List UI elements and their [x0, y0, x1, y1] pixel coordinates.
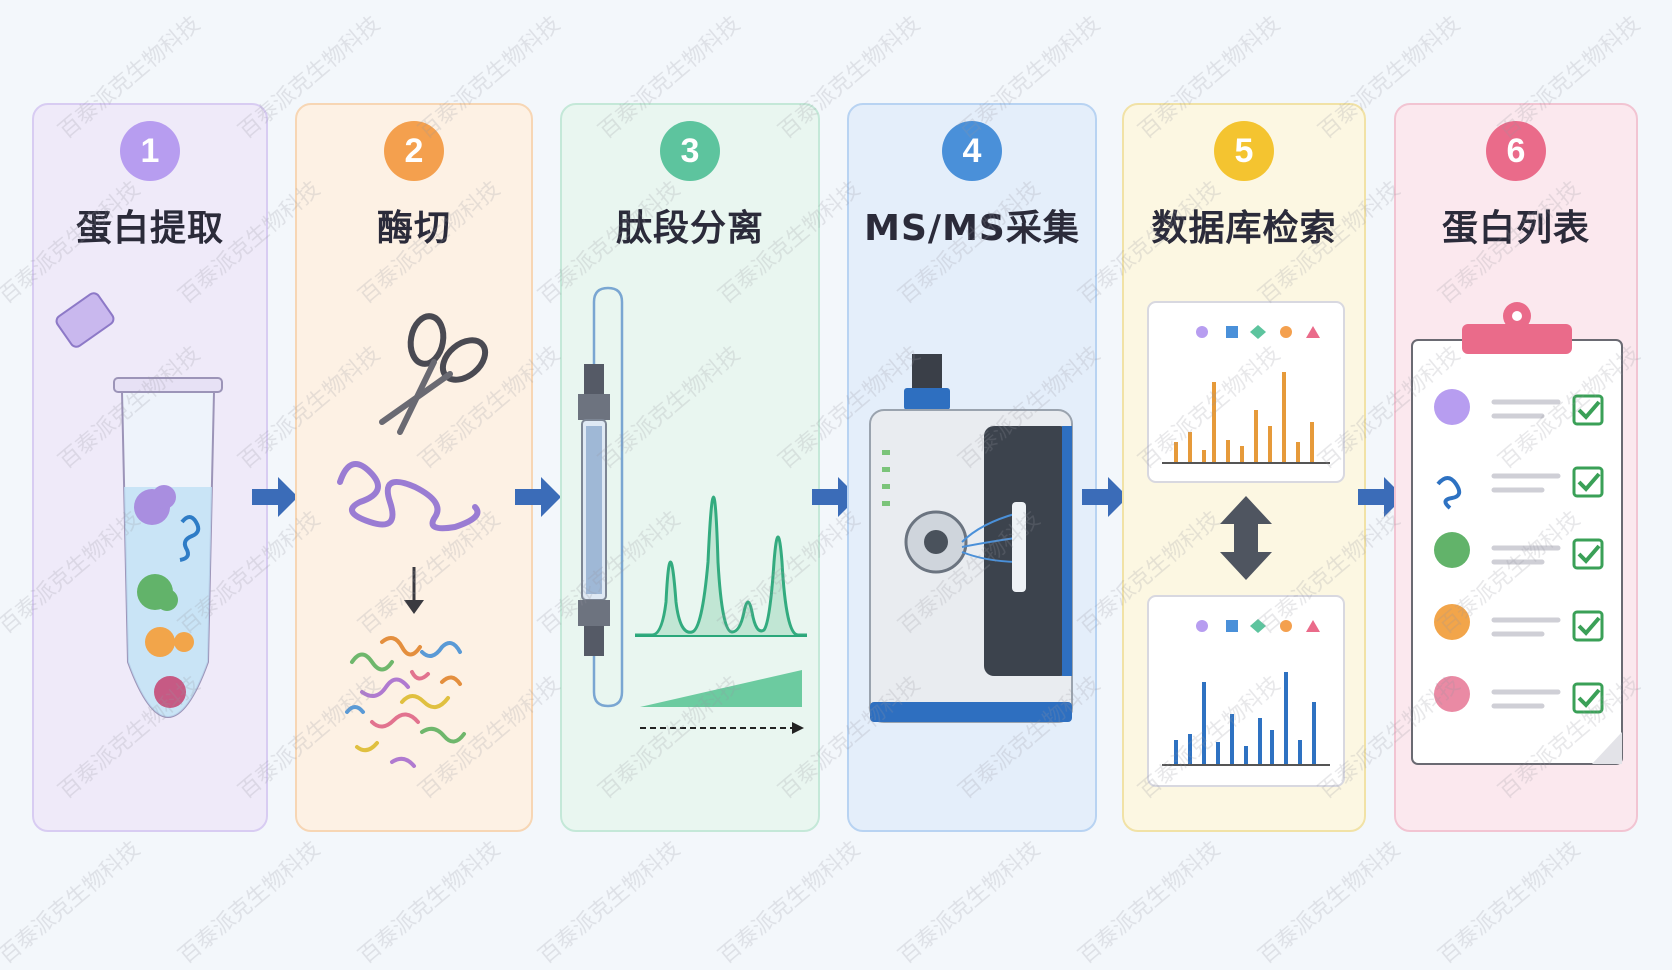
step-panel-6: 6 蛋白列表 [1394, 103, 1638, 832]
flow-arrow-1 [252, 477, 298, 517]
watermark-text: 百泰派克生物科技 [894, 836, 1046, 970]
flow-arrow-3 [812, 477, 858, 517]
watermark-text: 百泰派克生物科技 [534, 836, 686, 970]
step-title-3: 肽段分离 [615, 208, 764, 249]
step-panel-5: 5 数据库检索 [1122, 103, 1366, 832]
column-icon [578, 286, 807, 734]
watermark-text: 百泰派克生物科技 [0, 836, 146, 970]
step-panel-2: 2 酶切 [295, 103, 533, 832]
watermark-text: 百泰派克生物科技 [1074, 836, 1226, 970]
workflow-diagram: 1 蛋白提取 2 [0, 12, 1645, 969]
step-badge-1: 1 [120, 121, 180, 181]
mass-spectrometer-icon [869, 354, 1073, 723]
step-badge-6: 6 [1486, 121, 1546, 181]
step-badge-5: 5 [1214, 121, 1274, 181]
watermark-text: 百泰派克生物科技 [1434, 836, 1586, 970]
tube-icon [55, 292, 223, 718]
scissors-icon [337, 313, 489, 768]
step-panel-3: 3 肽段分离 [560, 103, 820, 832]
flow-arrow-4 [1082, 477, 1128, 517]
watermark-text: 百泰派克生物科技 [174, 836, 326, 970]
step-title-5: 数据库检索 [1151, 208, 1337, 249]
step-badge-4: 4 [942, 121, 1002, 181]
step-title-2: 酶切 [376, 208, 451, 249]
step-title-1: 蛋白提取 [75, 208, 224, 249]
flow-arrow-5 [1358, 477, 1404, 517]
step-title-6: 蛋白列表 [1441, 208, 1590, 249]
step-badge-3: 3 [660, 121, 720, 181]
spectrum-icon [1147, 301, 1345, 787]
step-panel-4: 4 MS/MS采集 [847, 103, 1097, 832]
watermark-text: 百泰派克生物科技 [354, 836, 506, 970]
watermark-text: 百泰派克生物科技 [1254, 836, 1406, 970]
step-title-4: MS/MS采集 [864, 208, 1080, 249]
step-panel-1: 1 蛋白提取 [32, 103, 268, 832]
step-badge-2: 2 [384, 121, 444, 181]
clipboard-icon [1411, 302, 1623, 765]
watermark-text: 百泰派克生物科技 [714, 836, 866, 970]
flow-arrow-2 [515, 477, 561, 517]
